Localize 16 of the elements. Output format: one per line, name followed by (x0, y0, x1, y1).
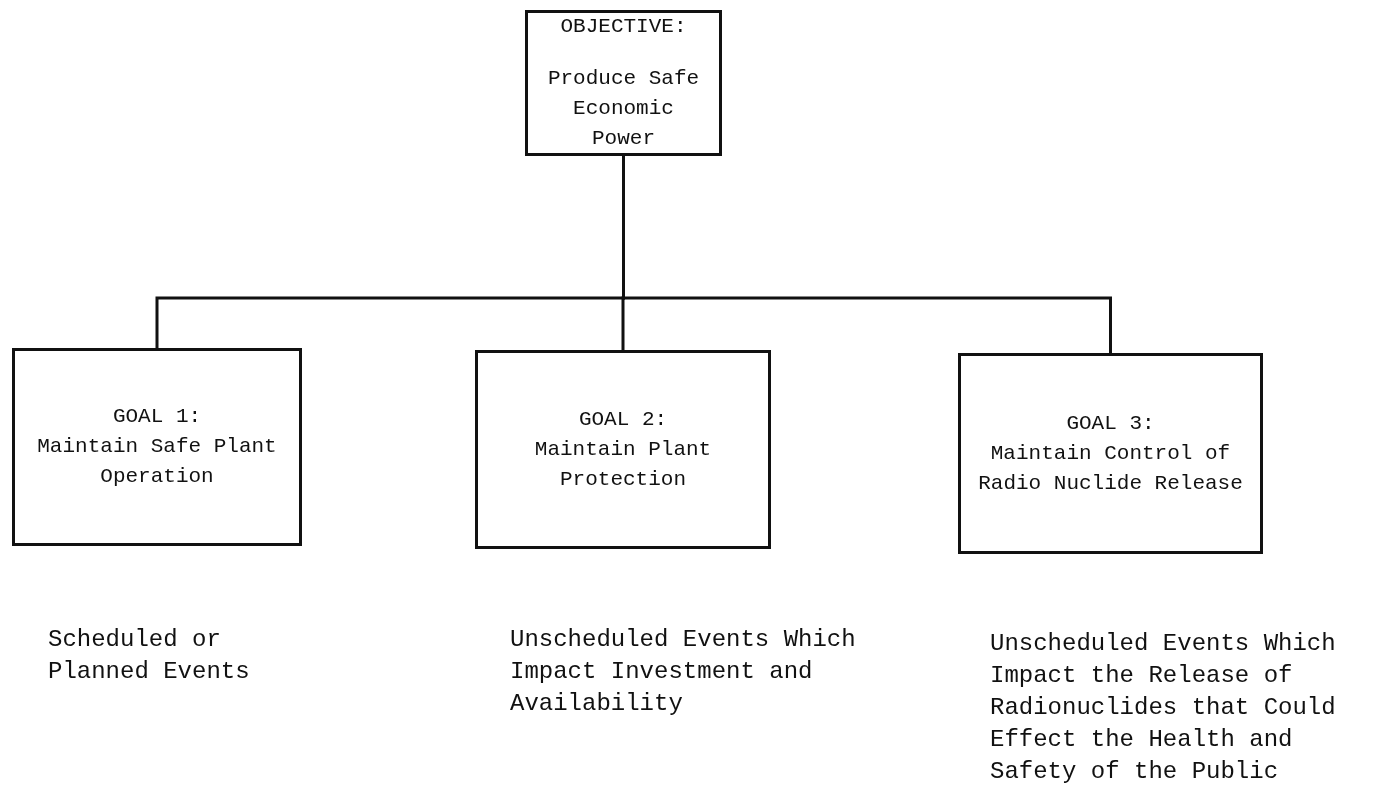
box-text: Produce Safe Economic Power (546, 66, 701, 152)
goal-description: Scheduled or Planned Events (48, 625, 251, 687)
goal-box (958, 353, 1263, 554)
box-heading: GOAL 3: (1066, 410, 1155, 437)
connector-line (622, 156, 1112, 353)
box-text: Maintain Control of Radio Nuclide Release (977, 440, 1244, 497)
box-text: Maintain Safe Plant Operation (36, 434, 278, 490)
goal-description: Unscheduled Events Which Impact the Release of Radionuclides that Could Effect the Health and Safety of the Public (990, 629, 1337, 787)
box-heading: OBJECTIVE: (560, 14, 687, 40)
goal-box (525, 10, 722, 156)
box-text: Maintain Plant Protection (533, 436, 713, 493)
box-heading: GOAL 2: (578, 406, 668, 433)
box-heading: GOAL 1: (112, 404, 202, 430)
goal-description: Unscheduled Events Which Impact Investment and Availability (510, 625, 857, 719)
goal-box (12, 348, 302, 546)
goal-box (475, 350, 771, 549)
